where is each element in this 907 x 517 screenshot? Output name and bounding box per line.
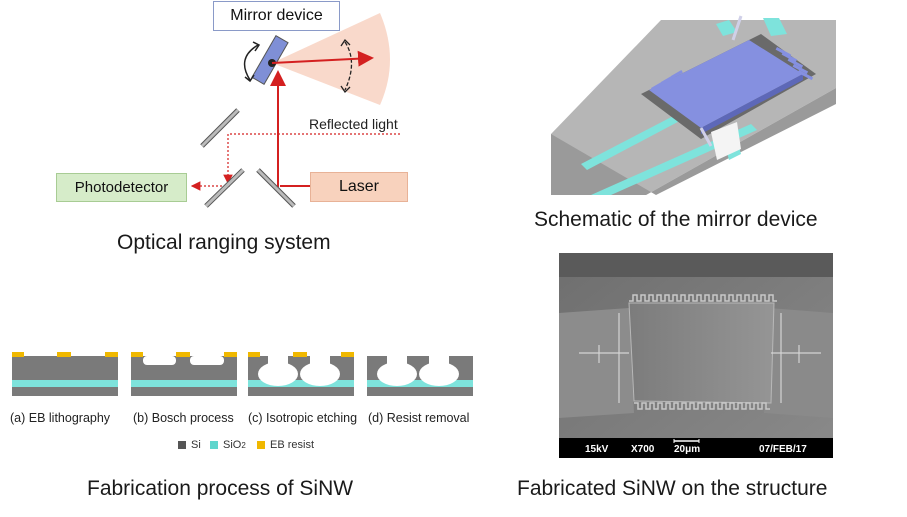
- step-a-graphic: [12, 352, 118, 396]
- sem-magnification: X700: [631, 444, 655, 455]
- schematic-caption: Schematic of the mirror device: [534, 208, 818, 231]
- rotation-arrow-icon: [243, 44, 259, 81]
- laser-text: Laser: [338, 178, 380, 195]
- optical-caption: Optical ranging system: [117, 231, 331, 254]
- step-d-graphic: [367, 356, 473, 396]
- optical-diagram-graphics: [190, 13, 400, 208]
- sem-image: 15kV X700 20μm 07/FEB/17: [559, 253, 833, 458]
- legend-sio2-subscript: 2: [241, 440, 246, 450]
- legend-si: Si: [178, 439, 201, 451]
- step-b-graphic: [131, 352, 237, 396]
- si-swatch: [178, 441, 186, 449]
- schematic-render: [551, 14, 836, 195]
- step-d-label: (d) Resist removal: [368, 411, 470, 425]
- resist-swatch: [257, 441, 265, 449]
- scan-angle-icon: [344, 41, 353, 91]
- photodetector-box: Photodetector: [56, 173, 187, 202]
- step-b-label: (b) Bosch process: [133, 411, 234, 425]
- legend-resist: EB resist: [257, 439, 314, 451]
- laser-box: Laser: [310, 172, 408, 202]
- photodetector-text: Photodetector: [74, 179, 169, 196]
- legend-sio2-text: SiO: [223, 439, 242, 451]
- fabrication-steps-graphics: [12, 352, 473, 396]
- mirror-device-text: Mirror device: [230, 7, 323, 24]
- sem-caption: Fabricated SiNW on the structure: [517, 477, 828, 500]
- legend-si-text: Si: [191, 439, 201, 451]
- sio2-swatch: [210, 441, 218, 449]
- mirror-device-label: Mirror device: [213, 1, 340, 31]
- sem-date: 07/FEB/17: [759, 444, 807, 455]
- step-c-label: (c) Isotropic etching: [248, 411, 358, 425]
- fabrication-caption: Fabrication process of SiNW: [87, 477, 354, 500]
- scan-cone: [272, 13, 390, 105]
- reflected-light-label: Reflected light: [309, 116, 398, 132]
- step-c-graphic: [248, 352, 354, 396]
- sem-scale: 20μm: [674, 444, 700, 455]
- legend-resist-text: EB resist: [270, 439, 315, 451]
- step-a-label: (a) EB lithography: [10, 411, 111, 425]
- sem-voltage: 15kV: [585, 444, 609, 455]
